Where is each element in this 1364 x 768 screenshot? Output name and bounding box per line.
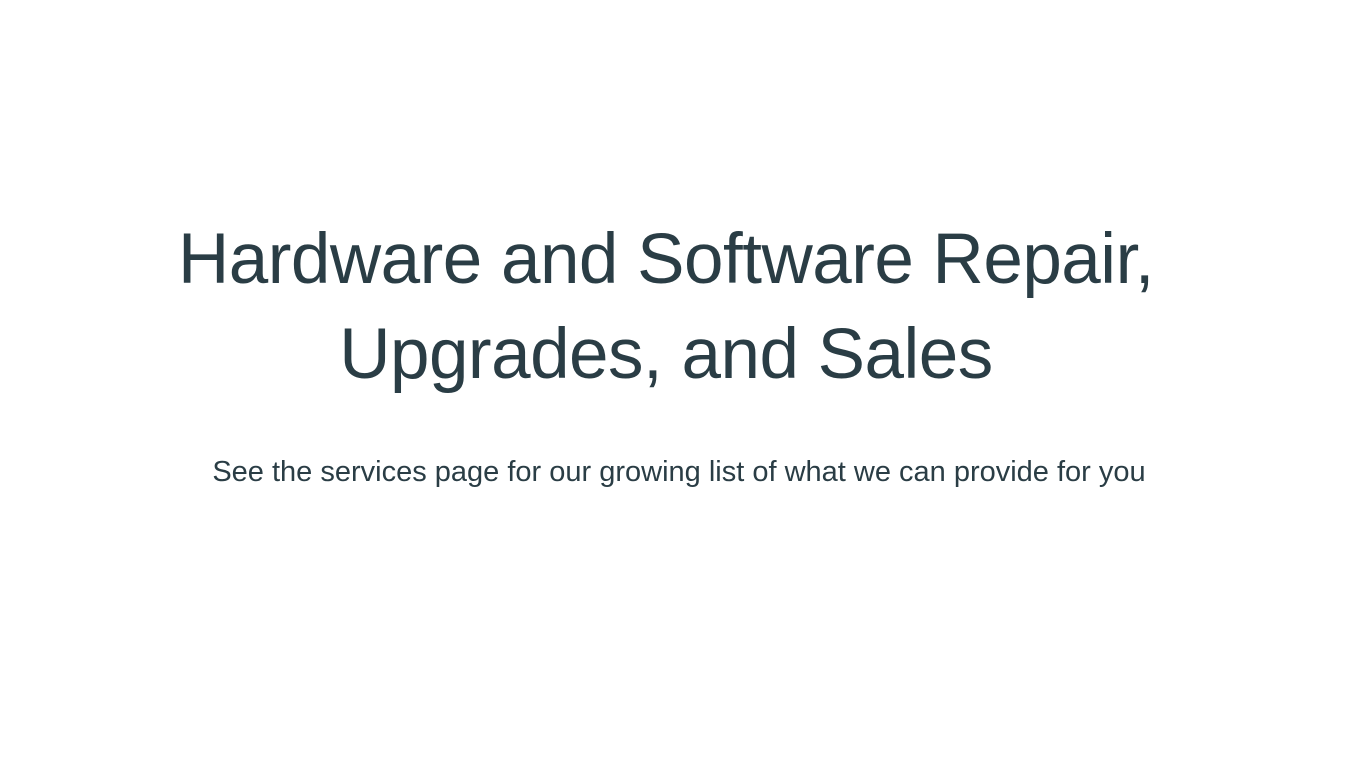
hero-subtitle: See the services page for our growing li… bbox=[212, 456, 1146, 488]
hero-title: Hardware and Software Repair, Upgrades, … bbox=[120, 212, 1212, 402]
hero-title-line-2: Upgrades, and Sales bbox=[339, 315, 993, 394]
hero-title-line-1: Hardware and Software Repair, bbox=[177, 220, 1155, 299]
